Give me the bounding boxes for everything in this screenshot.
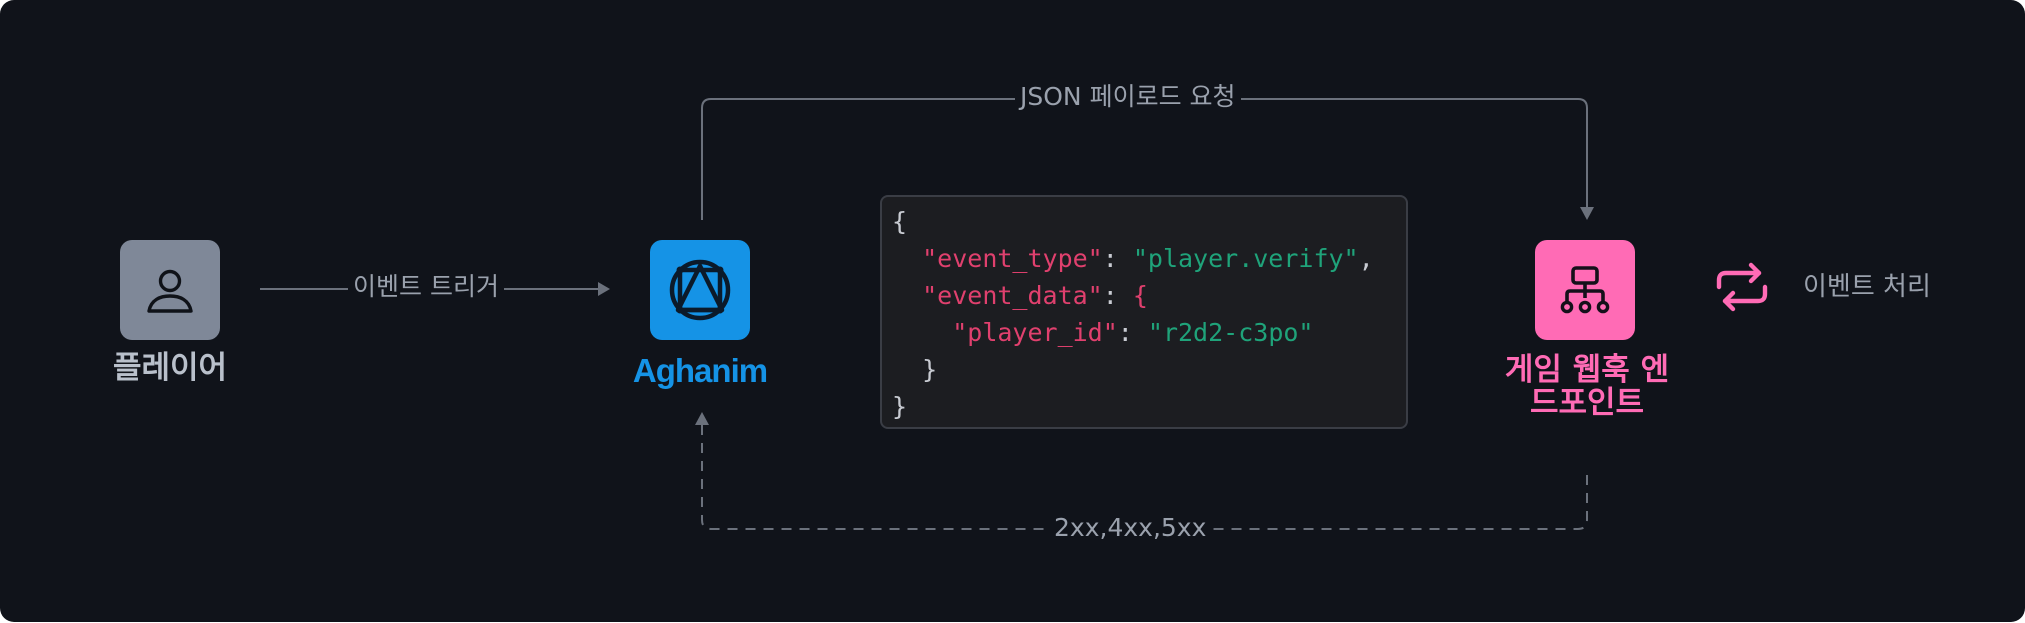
user-icon [147,269,193,313]
code-colon: : [1102,281,1133,310]
webhook-node-icon [1535,240,1635,340]
json-payload-code-block: { "event_type": "player.verify", "event_… [880,195,1408,429]
code-line-5: } [892,351,937,388]
player-label: 플레이어 [112,350,228,386]
aghanim-logo-icon [669,259,731,321]
code-value-player-id: "r2d2-c3po" [1147,318,1314,347]
player-node-icon [120,240,220,340]
code-line-3: "event_data": { [892,277,1148,314]
code-colon: : [1117,318,1148,347]
code-key-event-type: "event_type" [922,244,1103,273]
aghanim-node-icon [650,240,750,340]
code-brace-close: } [892,392,908,421]
webhook-label-line-2: 드포인트 [1529,385,1645,421]
trigger-label: 이벤트 트리거 [348,272,504,302]
code-line-2: "event_type": "player.verify", [892,240,1374,277]
process-label: 이벤트 처리 [1803,272,1931,302]
code-brace-open: { [892,207,908,236]
code-value-event-type: "player.verify" [1132,244,1359,273]
response-arrow-head [695,412,709,425]
aghanim-label: Aghanim [632,352,768,389]
code-colon: : [1102,244,1133,273]
code-line-1: { [892,203,907,240]
code-key-player-id: "player_id" [952,318,1118,347]
code-line-4: "player_id": "r2d2-c3po" [892,314,1313,351]
repeat-icon [1716,262,1768,312]
request-label: JSON 페이로드 요청 [1015,82,1241,112]
code-key-event-data: "event_data" [922,281,1103,310]
trigger-arrow-head [598,282,610,296]
code-line-6: } [892,388,907,425]
webhook-label-line-1: 게임 웹훅 엔 [1504,352,1670,388]
sitemap-icon [1560,266,1610,314]
code-inner-brace-open: { [1132,281,1148,310]
code-comma: , [1358,244,1374,273]
response-label: 2xx,4xx,5xx [1049,513,1212,543]
code-inner-brace-close: } [922,355,938,384]
request-arrow-head [1580,207,1594,220]
